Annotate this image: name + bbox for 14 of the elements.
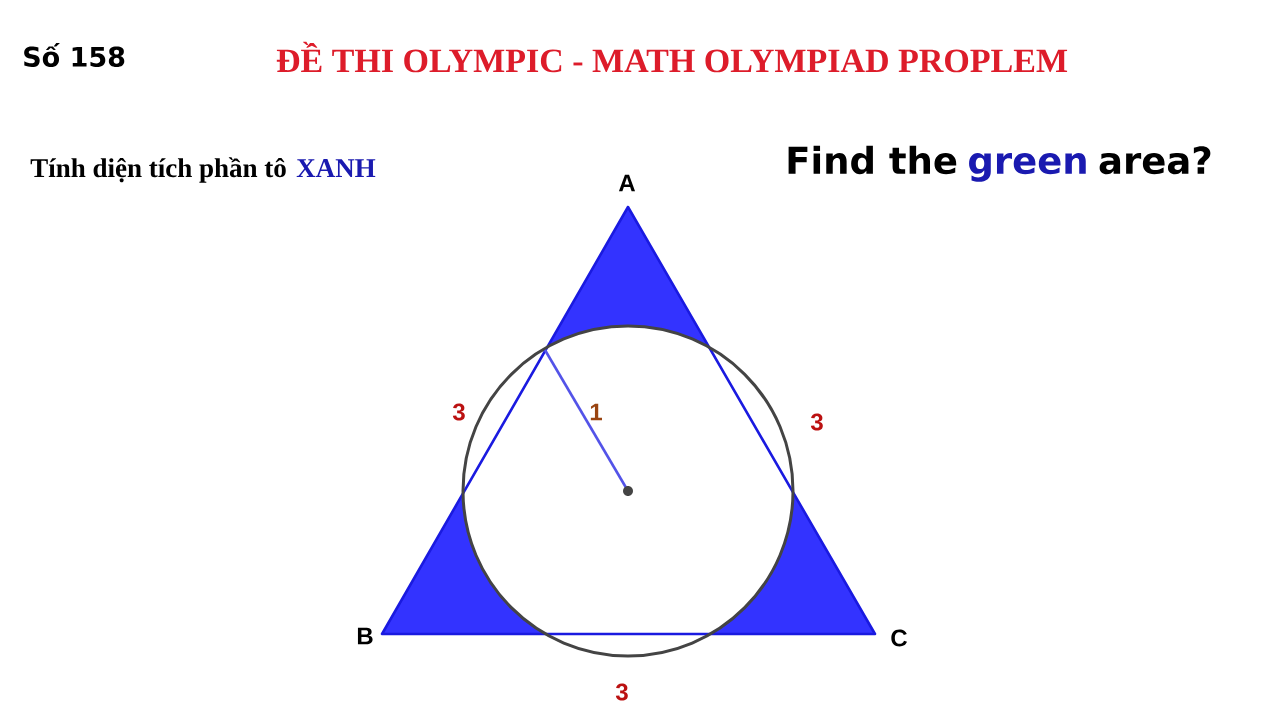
- point-label: B: [357, 627, 373, 645]
- title: ĐỀ THI OLYMPIC - MATH OLYMPIAD PROPLEM: [276, 41, 1068, 73]
- point-label: C: [891, 629, 907, 647]
- question: Find the: [788, 145, 957, 175]
- side-length-label: 3: [452, 403, 465, 421]
- problem-number: Số 158: [24, 43, 125, 67]
- question: green: [969, 153, 1086, 182]
- heading: Tính diện tích phần tô: [30, 157, 286, 183]
- question: area?: [1099, 146, 1211, 175]
- radius-label: 1: [590, 403, 602, 421]
- heading: XANH: [296, 159, 376, 177]
- point-label: A: [618, 174, 636, 192]
- side-length-label: 3: [810, 413, 823, 431]
- side-length-label: 3: [615, 683, 628, 701]
